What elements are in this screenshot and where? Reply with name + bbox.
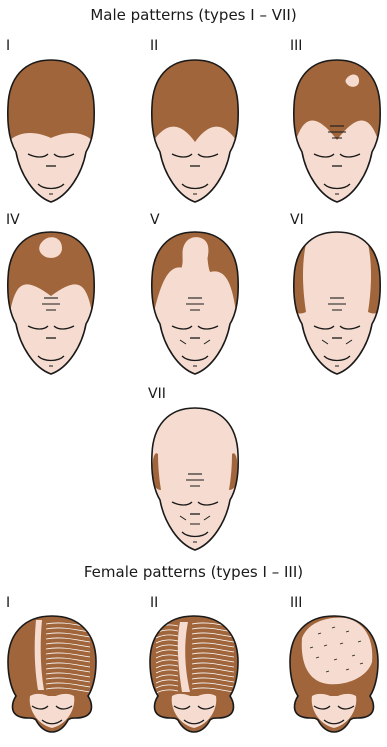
male-patterns-heading: Male patterns (types I – VII): [0, 6, 387, 24]
female-patterns-heading: Female patterns (types I – III): [0, 563, 387, 581]
female-type-label-i: I: [6, 595, 10, 611]
male-type-label-v: V: [150, 212, 160, 228]
male-type-label-vi: VI: [290, 212, 304, 228]
female-type-label-ii: II: [150, 595, 158, 611]
female-type-i-figure: [6, 612, 98, 734]
male-type-vi-figure: [292, 228, 382, 378]
female-type-iii-figure: [288, 612, 380, 734]
male-type-label-iii: III: [290, 38, 302, 54]
male-type-iv-figure: [6, 228, 96, 378]
male-type-label-ii: II: [150, 38, 158, 54]
male-type-v-figure: [150, 228, 240, 378]
male-type-vii-figure: [150, 404, 240, 554]
female-type-ii-figure: [148, 612, 240, 734]
male-type-label-i: I: [6, 38, 10, 54]
female-type-label-iii: III: [290, 595, 302, 611]
male-type-i-figure: [6, 56, 96, 206]
male-type-label-iv: IV: [6, 212, 20, 228]
male-type-label-vii: VII: [148, 386, 166, 402]
male-type-iii-figure: [292, 56, 382, 206]
male-type-ii-figure: [150, 56, 240, 206]
